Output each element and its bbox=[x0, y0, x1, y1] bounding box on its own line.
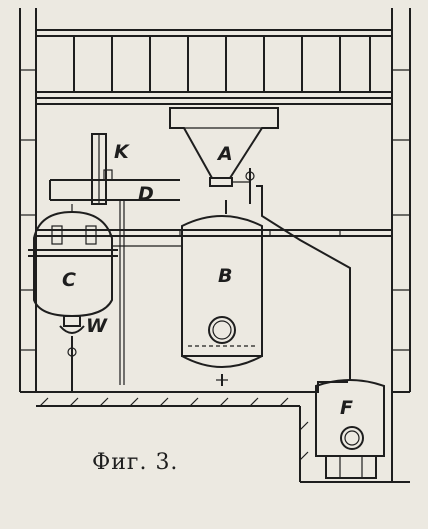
label-d: D bbox=[138, 183, 154, 205]
column-k bbox=[91, 133, 113, 205]
hopper-a bbox=[169, 107, 279, 204]
roof-truss bbox=[36, 29, 392, 105]
figure-caption: Фиг. 3. bbox=[92, 450, 179, 475]
tank-f bbox=[315, 379, 385, 479]
label-b: B bbox=[218, 265, 232, 287]
boiler-b bbox=[181, 200, 263, 386]
label-w: W bbox=[86, 315, 108, 337]
label-c: C bbox=[62, 269, 76, 291]
label-f: F bbox=[340, 397, 353, 419]
platform-d bbox=[49, 179, 180, 385]
ground-and-pit bbox=[20, 391, 410, 483]
vessel-c bbox=[28, 204, 118, 385]
label-a: A bbox=[216, 143, 233, 165]
label-k: K bbox=[114, 141, 130, 163]
building-frame bbox=[19, 8, 411, 392]
